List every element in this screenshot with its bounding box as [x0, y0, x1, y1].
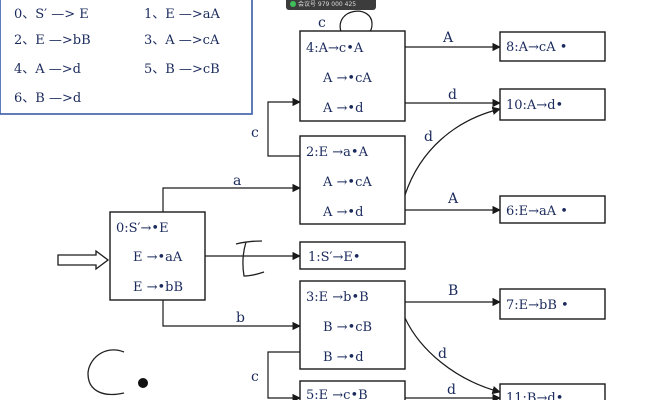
state-item: B →•cB	[323, 320, 372, 335]
state-item: 0:S′→•E	[116, 221, 169, 236]
state-7: 7:E→bB •	[499, 288, 606, 320]
state-item: A →•cA	[322, 71, 372, 86]
grammar-rule: 5、B —>cB	[144, 62, 220, 77]
state-item: 4:A→c•A	[306, 41, 364, 56]
state-item: 8:A→cA •	[506, 40, 567, 55]
edge-label: A	[442, 30, 454, 46]
grammar-rule: 4、A —>d	[14, 62, 81, 77]
state-item: A →•cA	[322, 175, 372, 190]
edge-label: c	[251, 369, 259, 385]
state-item: 7:E→bB •	[506, 298, 569, 313]
edge-s0-s3	[162, 300, 301, 331]
connection-status-icon	[290, 1, 296, 7]
grammar-rule: 3、A —>cA	[144, 33, 220, 48]
state-5: 5:E →c•B	[299, 380, 406, 400]
edge-label: d	[424, 129, 433, 145]
edge-label: c	[251, 125, 259, 141]
state-item: 1:S′→E•	[308, 250, 361, 265]
state-0: 0:S′→•E E →•aA E →•bB	[109, 211, 206, 301]
edge-label: d	[447, 382, 456, 398]
state-item: 11:B→d•	[506, 391, 563, 400]
state-8: 8:A→cA •	[499, 31, 606, 62]
edge-s4-self	[339, 10, 375, 40]
state-1: 1:S′→E•	[299, 241, 406, 270]
edge-label: c	[318, 15, 326, 31]
state-4: 4:A→c•A A →•cA A →•d	[299, 30, 406, 122]
state-item: 2:E →a•A	[306, 145, 369, 160]
edge-label: B	[448, 283, 458, 299]
edge-labels: a b c c A d d A B d c d	[233, 15, 459, 398]
state-item: 10:A→d•	[506, 98, 563, 113]
edge-s0-s2	[162, 183, 301, 212]
state-3: 3:E →b•B B →•cB B →•d	[299, 280, 406, 370]
grammar-rule: 6、B —>d	[14, 91, 81, 106]
state-item: A →•d	[322, 205, 363, 220]
state-item: E →•aA	[133, 250, 183, 265]
state-10: 10:A→d•	[499, 88, 606, 121]
state-item: A →•d	[322, 101, 363, 116]
grammar-rule: 1、E —>aA	[144, 7, 221, 22]
handwritten-mark-e	[235, 240, 265, 277]
edge-s3-s5	[267, 351, 301, 400]
state-item: 6:E→aA •	[506, 204, 568, 219]
meeting-status-text: 会议号 979 000 425	[298, 1, 357, 8]
handwritten-dot-icon	[138, 378, 148, 388]
state-item: 5:E →c•B	[306, 388, 368, 400]
start-arrow-icon	[57, 249, 110, 271]
edge-s2-s4	[267, 97, 301, 157]
state-11: 11:B→d•	[499, 383, 606, 400]
grammar-rule: 0、S′ —> E	[14, 7, 89, 22]
edge-label: d	[438, 346, 447, 362]
edge-s2-s10	[404, 106, 501, 196]
edge-label: b	[236, 310, 245, 326]
edge-label: a	[233, 173, 241, 189]
state-item: E →•bB	[133, 280, 183, 295]
handwritten-mark-c	[87, 349, 125, 396]
handwritten-annotations	[87, 240, 265, 396]
edge-label: d	[448, 87, 457, 103]
meeting-status-bar[interactable]: 会议号 979 000 425	[286, 0, 376, 10]
edge-s3-s11	[404, 317, 501, 395]
state-2: 2:E →a•A A →•cA A →•d	[299, 135, 406, 225]
grammar-rule: 2、E —>bB	[14, 33, 91, 48]
edge-label: A	[447, 191, 459, 207]
state-item: B →•d	[323, 350, 364, 365]
grammar-rules-panel: 0、S′ —> E 1、E —>aA 2、E —>bB 3、A —>cA 4、A…	[0, 0, 253, 115]
state-6: 6:E→aA •	[499, 195, 606, 224]
state-item: 3:E →b•B	[306, 290, 369, 305]
